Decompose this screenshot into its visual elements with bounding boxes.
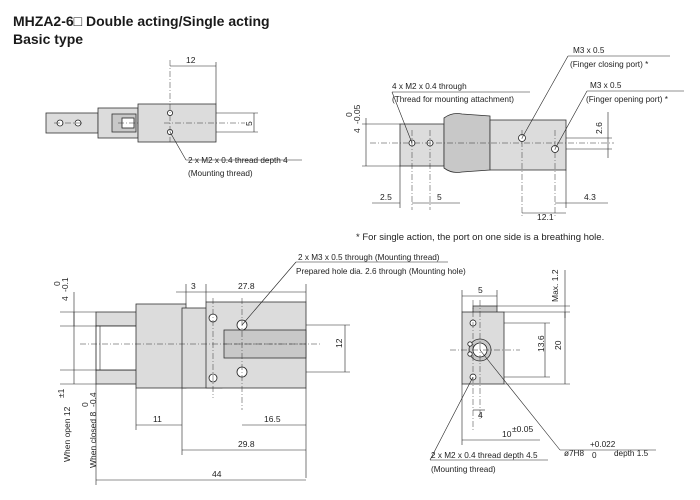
finger-attachment: [45, 112, 99, 134]
dim-4-3: 4.3: [584, 192, 596, 202]
when-open: When open 12: [62, 406, 72, 462]
small-port: [467, 351, 473, 357]
bottom-right-view: 5 Max. 1.2 13.6 20 4 10 ±0.05 2: [429, 269, 656, 474]
dim-10-tol: ±0.05: [512, 424, 533, 434]
dim-27-8: 27.8: [238, 281, 255, 291]
dim-max: Max. 1.2: [550, 269, 560, 302]
gripper-body-side: [489, 119, 567, 171]
dim-5: 5: [437, 192, 442, 202]
bore-spec: ø7H8: [564, 449, 584, 458]
callout-through: 4 x M2 x 0.4 through: [392, 82, 467, 91]
bore-tol-top: +0.022: [590, 440, 616, 449]
port-open-thread: M3 x 0.5: [590, 81, 622, 90]
bore-tol-bottom: 0: [592, 451, 597, 460]
footnote: * For single action, the port on one sid…: [356, 232, 604, 243]
dim-3: 3: [191, 281, 196, 291]
dim-12: 12: [334, 338, 344, 348]
dim-4-main: 4: [60, 296, 70, 301]
dim-16-5: 16.5: [264, 414, 281, 424]
when-closed-tol-bottom: -0.4: [88, 392, 98, 407]
finger-guide: [135, 303, 187, 389]
port-open-purpose: (Finger opening port) *: [586, 95, 669, 104]
dim-5: 5: [478, 285, 483, 295]
attachment-block: [399, 123, 445, 167]
drawing-title: MHZA2-6□ Double acting/Single acting: [13, 13, 270, 29]
dim-tol-bottom: -0.05: [352, 104, 362, 124]
when-closed-tol-top: 0: [80, 402, 90, 407]
dim-4-tol-top: 0: [52, 281, 62, 286]
dim-44: 44: [212, 469, 222, 479]
small-port: [467, 341, 473, 347]
when-closed: When closed 8: [88, 412, 98, 468]
top-right-view: 0 -0.05 4 2.6 2.5 5 12.1 4.3 4 x M2 x 0.…: [344, 46, 684, 222]
dim-13-6: 13.6: [536, 335, 546, 352]
callout-purpose: (Mounting thread): [188, 169, 253, 178]
callout-prepared: Prepared hole dia. 2.6 through (Mounting…: [296, 267, 466, 276]
callout-thread: 2 x M2 x 0.4 thread depth 4: [188, 156, 288, 165]
dim-2-6: 2.6: [594, 122, 604, 134]
dim-4-tol-bottom: -0.1: [60, 277, 70, 292]
dim-4: 4: [352, 128, 362, 133]
dim-11: 11: [153, 414, 162, 424]
callout-m3: 2 x M3 x 0.5 through (Mounting thread): [298, 253, 440, 262]
dim-5: 5: [244, 121, 254, 126]
callout-thread: 2 x M2 x 0.4 thread depth 4.5: [431, 451, 538, 460]
dim-2-5: 2.5: [380, 192, 392, 202]
when-open-tol: ±1: [56, 388, 66, 398]
dim-10: 10: [502, 429, 512, 439]
drawing-subtitle: Basic type: [13, 31, 84, 47]
dim-20: 20: [553, 340, 563, 350]
port-close-purpose: (Finger closing port) *: [570, 60, 649, 69]
dim-4: 4: [478, 410, 483, 420]
bottom-left-view: 3 27.8 12 2 x M3 x 0.5 through (Mounting…: [52, 253, 466, 485]
callout-purpose: (Mounting thread): [431, 465, 496, 474]
dim-29-8: 29.8: [238, 439, 255, 449]
top-left-view: 12 5 2 x M2 x 0.4 thread depth 4 (Mounti…: [45, 55, 302, 178]
bore-depth: depth 1.5: [614, 449, 649, 458]
port-close-thread: M3 x 0.5: [573, 46, 605, 55]
dim-12: 12: [186, 55, 196, 65]
callout-through-purpose: (Thread for mounting attachment): [392, 95, 514, 104]
dim-tol-top: 0: [344, 112, 354, 117]
dim-12-1: 12.1: [537, 212, 554, 222]
